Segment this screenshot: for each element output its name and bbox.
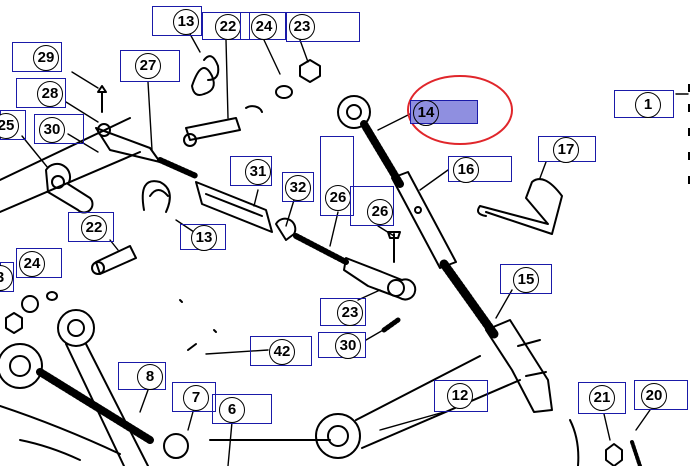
part-number-badge: 21 [589, 385, 615, 411]
callout-25[interactable]: 25 [0, 110, 26, 140]
callout-8[interactable]: 8 [118, 362, 166, 390]
part-number-badge: 6 [219, 397, 245, 423]
edge-mark [688, 128, 690, 136]
part-number-badge: 30 [335, 333, 361, 359]
spring-clips [141, 55, 263, 213]
lift-rod [337, 95, 553, 413]
part-number-badge: 22 [81, 215, 107, 241]
callout-32[interactable]: 32 [282, 172, 314, 202]
part-number-badge: 26 [325, 185, 351, 211]
part-number-badge: 31 [245, 159, 271, 185]
part-number-badge: 20 [641, 383, 667, 409]
part-number-badge: 14 [413, 100, 439, 126]
part-number-badge: 22 [215, 14, 241, 40]
part-number-badge: 27 [135, 53, 161, 79]
part-number-badge: 30 [39, 117, 65, 143]
part-number-badge: 13 [173, 9, 199, 35]
edge-mark [688, 152, 690, 160]
callout-42[interactable]: 42 [250, 336, 312, 366]
wire-clip [477, 178, 563, 235]
callout-21[interactable]: 21 [578, 382, 626, 414]
callout-13-top[interactable]: 13 [152, 6, 202, 36]
part-number-badge: 23 [337, 300, 363, 326]
lower-arms [0, 299, 642, 466]
part-number-badge: 32 [285, 175, 311, 201]
highlight-ring [407, 75, 513, 145]
part-number-badge: 1 [635, 92, 661, 118]
part-number-badge: 3 [0, 265, 13, 291]
callout-20[interactable]: 20 [634, 380, 688, 410]
callout-13-mid[interactable]: 13 [180, 224, 226, 251]
callout-30-mid[interactable]: 30 [318, 332, 366, 359]
part-number-badge: 8 [137, 364, 163, 390]
callout-31[interactable]: 31 [230, 156, 272, 186]
part-number-badge: 17 [553, 137, 579, 163]
callout-17[interactable]: 17 [538, 136, 596, 163]
part-number-badge: 24 [19, 251, 45, 277]
turnbuckle-assembly [95, 85, 417, 301]
part-number-badge: 26 [367, 199, 393, 225]
part-number-badge: 25 [0, 113, 19, 139]
fasteners [5, 59, 401, 351]
callout-30-left[interactable]: 30 [34, 114, 84, 144]
callout-6[interactable]: 6 [212, 394, 272, 424]
callout-15[interactable]: 15 [500, 264, 552, 294]
part-number-badge: 7 [183, 385, 209, 411]
callout-14[interactable]: 14 [410, 100, 478, 126]
part-number-badge: 16 [453, 157, 479, 183]
callout-26-pin[interactable]: 26 [350, 186, 394, 226]
edge-mark [688, 84, 690, 92]
callout-23-top[interactable]: 23 [286, 12, 360, 42]
part-number-badge: 12 [447, 383, 473, 409]
callout-1[interactable]: 1 [614, 90, 674, 118]
callout-7[interactable]: 7 [172, 382, 216, 412]
callout-12[interactable]: 12 [434, 380, 488, 412]
callout-28[interactable]: 28 [16, 78, 66, 108]
callout-16[interactable]: 16 [448, 156, 512, 183]
edge-mark [688, 176, 690, 184]
part-number-badge: 15 [513, 267, 539, 293]
callout-3[interactable]: 3 [0, 262, 14, 292]
callout-23-mid[interactable]: 23 [320, 298, 366, 326]
part-number-badge: 24 [251, 14, 277, 40]
part-number-badge: 42 [269, 339, 295, 365]
callout-29[interactable]: 29 [12, 42, 62, 72]
leader-lines [21, 33, 651, 466]
part-number-badge: 13 [191, 225, 217, 251]
callout-24-top[interactable]: 24 [240, 12, 286, 40]
edge-mark [688, 104, 690, 112]
callout-22-left[interactable]: 22 [68, 212, 114, 242]
callout-24-left[interactable]: 24 [16, 248, 62, 278]
callout-26-tall[interactable]: 26 [320, 136, 354, 216]
part-number-badge: 23 [289, 14, 315, 40]
part-number-badge: 28 [37, 81, 63, 107]
callout-27[interactable]: 27 [120, 50, 180, 82]
part-number-badge: 29 [33, 45, 59, 71]
